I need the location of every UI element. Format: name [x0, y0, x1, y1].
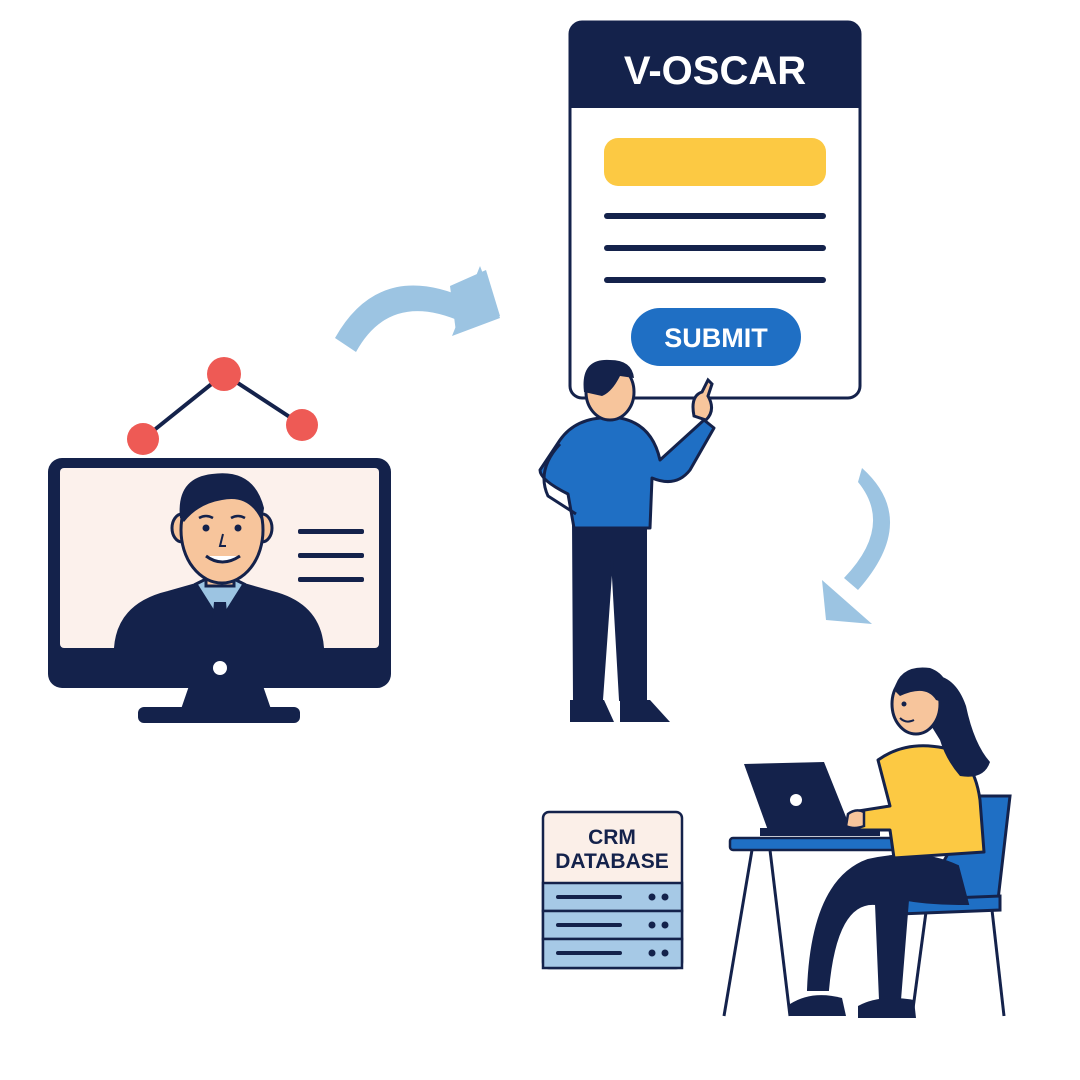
laptop — [744, 762, 880, 836]
form-text-line — [604, 245, 826, 251]
v-oscar-form: V-OSCAR SUBMIT — [568, 20, 862, 400]
screen-text-lines — [298, 529, 364, 582]
network-icon — [127, 357, 318, 455]
submit-button[interactable]: SUBMIT — [631, 308, 801, 366]
form-input-field[interactable] — [604, 138, 826, 186]
database-rack — [541, 881, 684, 970]
monitor-stand — [180, 683, 272, 712]
form-text-line — [604, 213, 826, 219]
woman-at-desk — [722, 667, 1012, 1018]
form-text-line — [604, 277, 826, 283]
form-header — [570, 22, 860, 108]
monitor-base — [138, 707, 300, 723]
man-avatar — [113, 473, 325, 649]
laptop-logo — [790, 794, 802, 806]
database-label-line1: CRM — [588, 826, 636, 849]
form-title: V-OSCAR — [624, 49, 806, 93]
arrow-to-form — [335, 266, 500, 352]
submit-button-label: SUBMIT — [664, 323, 768, 353]
video-call-monitor — [48, 357, 391, 723]
standing-man — [538, 359, 716, 722]
database-label-line2: DATABASE — [555, 850, 669, 873]
arrow-to-database — [822, 468, 891, 624]
monitor-power-dot — [213, 661, 227, 675]
crm-database: CRM DATABASE — [541, 810, 684, 970]
